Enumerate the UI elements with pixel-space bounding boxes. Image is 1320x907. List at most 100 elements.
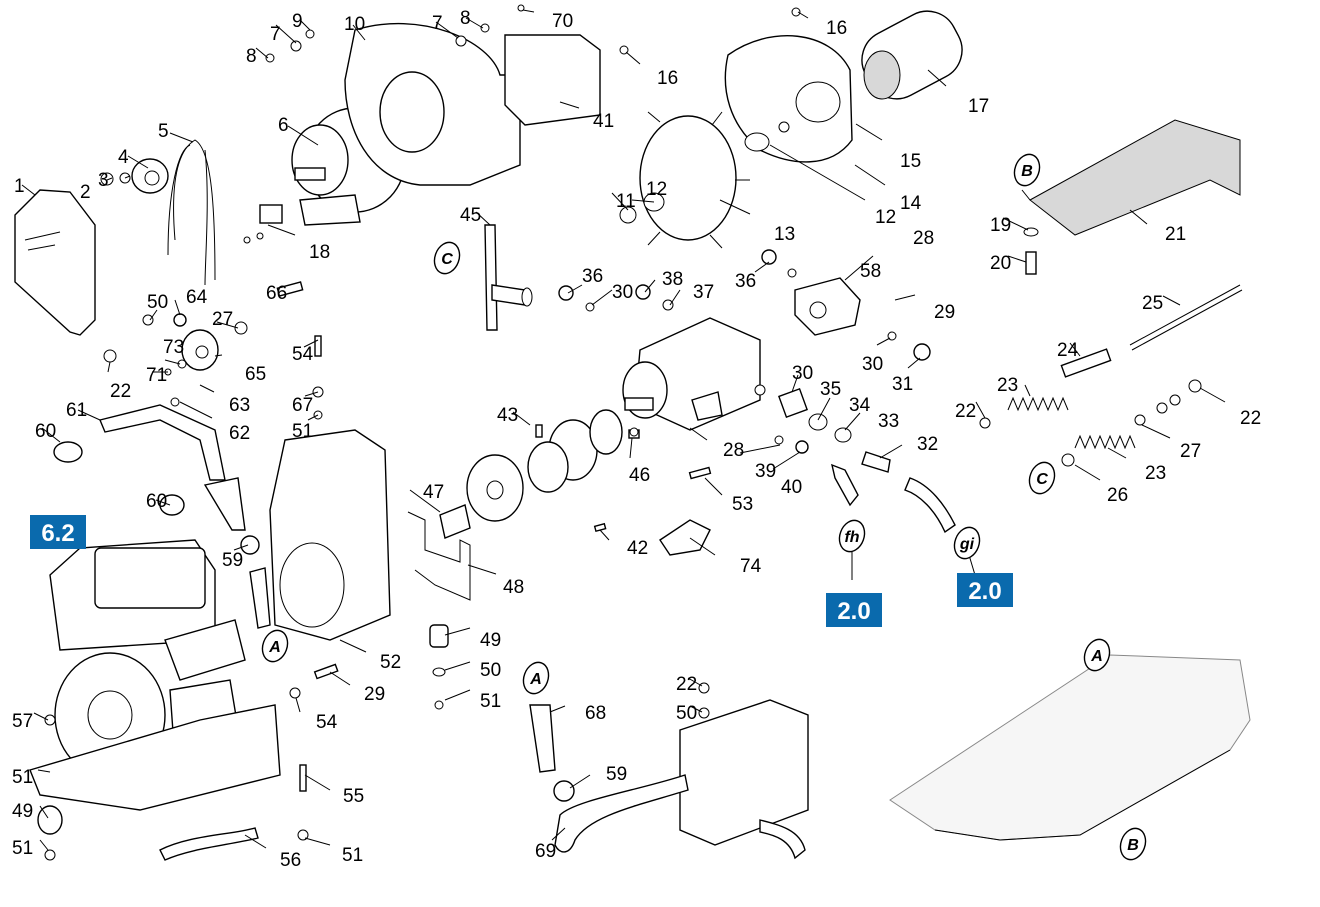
part-callout: 13 bbox=[774, 224, 795, 245]
part-callout: 52 bbox=[380, 652, 401, 673]
part-callout: 22 bbox=[1240, 408, 1261, 429]
section-badge-label: 2.0 bbox=[837, 598, 870, 625]
part-callout: 50 bbox=[147, 292, 168, 313]
part-callout: 48 bbox=[503, 577, 524, 598]
connector-label: B bbox=[1021, 163, 1033, 180]
section-badge-box bbox=[30, 515, 86, 549]
part-callout: 8 bbox=[460, 8, 471, 29]
part-callout: 10 bbox=[344, 14, 365, 35]
part-callout: 74 bbox=[740, 556, 762, 577]
part-callout: 36 bbox=[735, 271, 756, 292]
section-badge-box bbox=[957, 573, 1013, 607]
part-callout: 59 bbox=[222, 550, 243, 571]
part-callout: 22 bbox=[676, 674, 697, 695]
part-callout: 29 bbox=[364, 684, 385, 705]
part-callout: 58 bbox=[860, 261, 881, 282]
part-callout: 7 bbox=[432, 13, 443, 34]
part-callout: 16 bbox=[657, 68, 678, 89]
part-callout: 30 bbox=[612, 282, 633, 303]
part-callout: 60 bbox=[35, 421, 56, 442]
part-callout: 23 bbox=[1145, 463, 1166, 484]
part-callout: 16 bbox=[826, 18, 847, 39]
part-callout: 49 bbox=[12, 801, 33, 822]
part-callout: 60 bbox=[146, 491, 167, 512]
connector-circle bbox=[953, 526, 981, 560]
part-callout: 35 bbox=[820, 379, 841, 400]
part-callout: 54 bbox=[292, 344, 314, 365]
part-callout: 66 bbox=[266, 283, 287, 304]
part-callout: 28 bbox=[723, 440, 744, 461]
part-callout: 27 bbox=[212, 309, 233, 330]
part-callout: 51 bbox=[12, 838, 33, 859]
part-callout: 59 bbox=[606, 764, 627, 785]
part-callout: 15 bbox=[900, 151, 921, 172]
connector-circle bbox=[433, 241, 461, 275]
connector-circle bbox=[522, 661, 550, 695]
part-callout: 67 bbox=[292, 395, 313, 416]
part-callout: 57 bbox=[12, 711, 33, 732]
section-badge-box bbox=[826, 593, 882, 627]
part-callout: 50 bbox=[676, 703, 697, 724]
part-callout: 19 bbox=[990, 215, 1011, 236]
part-callout: 21 bbox=[1165, 224, 1186, 245]
part-callout: 51 bbox=[480, 691, 501, 712]
part-callout: 51 bbox=[292, 421, 313, 442]
connector-label: fh bbox=[844, 529, 859, 546]
part-callout: 47 bbox=[423, 482, 444, 503]
part-callout: 4 bbox=[118, 147, 129, 168]
part-callout: 31 bbox=[892, 374, 913, 395]
connector-label: C bbox=[441, 251, 453, 268]
section-badge-label: 6.2 bbox=[41, 520, 74, 547]
part-callout: 51 bbox=[342, 845, 363, 866]
part-callout: 22 bbox=[110, 381, 131, 402]
connector-label: A bbox=[1090, 648, 1103, 665]
part-callout: 12 bbox=[646, 179, 667, 200]
part-callout: 23 bbox=[997, 375, 1018, 396]
part-callout: 33 bbox=[878, 411, 899, 432]
part-callout: 27 bbox=[1180, 441, 1201, 462]
part-callout: 9 bbox=[292, 11, 303, 32]
part-callout: 39 bbox=[755, 461, 776, 482]
part-callout: 55 bbox=[343, 786, 364, 807]
part-callout: 30 bbox=[862, 354, 883, 375]
part-callout: 41 bbox=[593, 111, 614, 132]
part-callout: 68 bbox=[585, 703, 606, 724]
connector-label: B bbox=[1127, 837, 1139, 854]
part-callout: 7 bbox=[270, 24, 281, 45]
part-callout: 34 bbox=[849, 395, 871, 416]
part-callout: 22 bbox=[955, 401, 976, 422]
part-callout: 70 bbox=[552, 11, 573, 32]
part-callout: 8 bbox=[246, 46, 257, 67]
connector-circle bbox=[1083, 638, 1111, 672]
part-callout: 61 bbox=[66, 400, 87, 421]
part-callout: 45 bbox=[460, 205, 481, 226]
part-callout: 12 bbox=[875, 207, 896, 228]
part-callout: 1 bbox=[14, 176, 25, 197]
part-callout: 56 bbox=[280, 850, 301, 871]
part-callout: 25 bbox=[1142, 293, 1163, 314]
connector-circle bbox=[1013, 153, 1041, 187]
connector-label: A bbox=[529, 671, 542, 688]
part-callout: 65 bbox=[245, 364, 266, 385]
part-callout: 42 bbox=[627, 538, 648, 559]
part-callout: 43 bbox=[497, 405, 518, 426]
part-callout: 63 bbox=[229, 395, 250, 416]
connector-circle bbox=[1028, 461, 1056, 495]
part-callout: 30 bbox=[792, 363, 813, 384]
connector-label: A bbox=[268, 639, 281, 656]
part-callout: 69 bbox=[535, 841, 556, 862]
part-callout: 11 bbox=[616, 191, 636, 212]
part-callout: 6 bbox=[278, 115, 289, 136]
part-callout: 51 bbox=[12, 767, 33, 788]
part-callout: 71 bbox=[146, 365, 167, 386]
part-callout: 36 bbox=[582, 266, 603, 287]
part-callout: 26 bbox=[1107, 485, 1128, 506]
part-callout: 18 bbox=[309, 242, 330, 263]
part-callout: 64 bbox=[186, 287, 208, 308]
part-callout: 50 bbox=[480, 660, 501, 681]
part-callout: 62 bbox=[229, 423, 250, 444]
part-callout: 20 bbox=[990, 253, 1011, 274]
part-callout: 3 bbox=[98, 170, 109, 191]
